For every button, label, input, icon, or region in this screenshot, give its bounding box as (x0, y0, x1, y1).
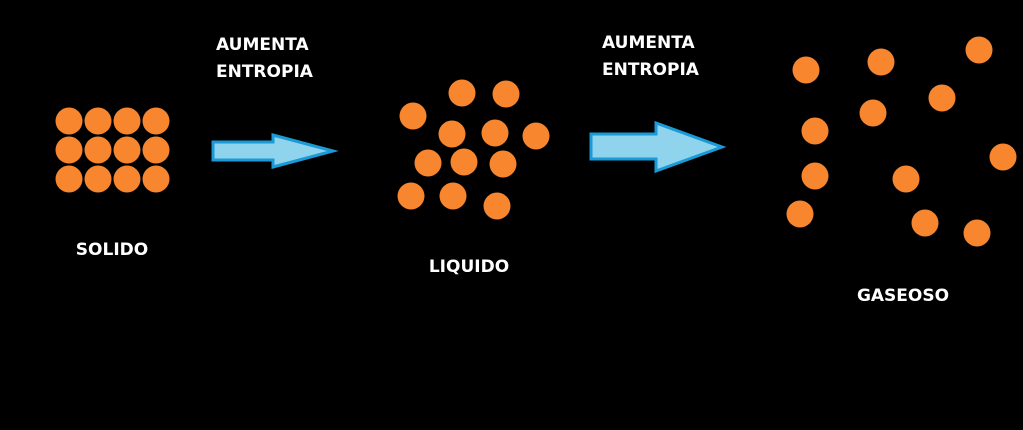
liquid-particle (450, 148, 478, 176)
solid-particle (55, 107, 83, 135)
gas-particle (892, 165, 920, 193)
arrow-1-label: AUMENTA ENTROPIA (216, 32, 313, 86)
liquid-particle (448, 79, 476, 107)
gas-particle (911, 209, 939, 237)
arrow-solid-to-liquid (211, 133, 339, 169)
arrow-1-label-line1: AUMENTA (216, 35, 309, 55)
solid-particle (113, 136, 141, 164)
liquid-particle (438, 120, 466, 148)
solid-particle (84, 165, 112, 193)
solid-particle (84, 107, 112, 135)
solid-particle (55, 136, 83, 164)
arrow-2-label-line1: AUMENTA (602, 33, 695, 53)
gas-particle (928, 84, 956, 112)
gas-particle (859, 99, 887, 127)
gas-particle (963, 219, 991, 247)
liquid-label: LIQUIDO (428, 257, 510, 277)
liquid-particle (481, 119, 509, 147)
solid-particle (142, 136, 170, 164)
gas-particle (786, 200, 814, 228)
solid-particle (142, 165, 170, 193)
liquid-particle (492, 80, 520, 108)
gas-particle (965, 36, 993, 64)
solid-particle (84, 136, 112, 164)
solid-particle (142, 107, 170, 135)
solid-particle (55, 165, 83, 193)
gas-particle (989, 143, 1017, 171)
solid-particle (113, 107, 141, 135)
liquid-particles (397, 79, 550, 220)
liquid-particle (399, 102, 427, 130)
liquid-particle (414, 149, 442, 177)
liquid-particle (483, 192, 511, 220)
liquid-particle (522, 122, 550, 150)
liquid-particle (489, 150, 517, 178)
arrow-2-label: AUMENTA ENTROPIA (602, 30, 699, 84)
arrow-2-label-line2: ENTROPIA (602, 60, 699, 80)
solid-label: SOLIDO (75, 240, 149, 260)
liquid-particle (439, 182, 467, 210)
gas-particle (801, 117, 829, 145)
liquid-particle (397, 182, 425, 210)
gas-particle (792, 56, 820, 84)
solid-particle (113, 165, 141, 193)
gas-particles (786, 36, 1017, 247)
gas-label: GASEOSO (856, 286, 950, 306)
arrow-1-label-line2: ENTROPIA (216, 62, 313, 82)
arrow-liquid-to-gas (589, 120, 727, 174)
solid-particles (55, 107, 170, 193)
gas-particle (867, 48, 895, 76)
gas-particle (801, 162, 829, 190)
